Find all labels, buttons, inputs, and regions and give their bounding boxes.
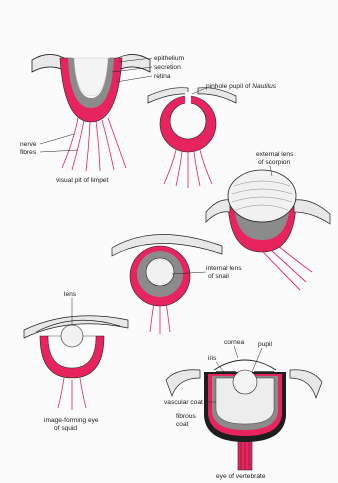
caption-limpet: visual pit of limpet (56, 177, 109, 184)
caption-vertebrate: eye of vertebrate (216, 473, 266, 480)
label-internal-lens-2: of snail (208, 273, 229, 280)
label-vascular-coat: vascular coat (164, 399, 203, 406)
nautilus-eye (148, 88, 236, 188)
squid-eye (24, 298, 128, 410)
label-pupil: pupil (258, 341, 272, 348)
vertebrate-eye (166, 346, 322, 470)
label-fibrous: fibrous (176, 413, 196, 420)
vertebrate-lid-left (166, 370, 200, 396)
caption-squid-2: of squid (54, 425, 77, 432)
squid-lens (61, 325, 83, 347)
vertebrate-lid-right (290, 370, 322, 398)
nautilus-pinhole (185, 92, 191, 104)
label-external-lens-2: of scorpion (258, 159, 291, 166)
caption-squid-1: image-forming eye (44, 417, 99, 424)
nautilus-nerves (164, 150, 212, 188)
label-iris: iris (208, 355, 217, 362)
label-fibres: fibres (20, 149, 37, 156)
snail-eye (112, 234, 222, 334)
scorpion-cuticle-right (294, 200, 330, 224)
snail-nerves (150, 302, 170, 334)
scorpion-external-lens (228, 170, 296, 222)
label-nerve: nerve (20, 141, 37, 148)
nautilus-chamber (170, 103, 206, 139)
snail-internal-lens (146, 258, 174, 286)
label-external-lens-1: external lens (256, 151, 294, 158)
label-retina: retina (154, 73, 171, 80)
vertebrate-lens (233, 370, 257, 394)
label-pinhole-pupil: pinhole pupil of Nautilus (206, 83, 277, 90)
label-internal-lens-1: internal lens (206, 265, 242, 272)
limpet-eye (32, 54, 152, 171)
label-coat: coat (176, 421, 189, 428)
limpet-epithelium-left (32, 54, 64, 72)
label-nautilus-italic: Nautilus (252, 83, 277, 90)
label-secretion: secretion (154, 64, 181, 71)
label-cornea: cornea (224, 339, 244, 346)
label-squid-lens: lens (64, 291, 77, 298)
squid-nerves (58, 378, 86, 410)
scorpion-cuticle-left (206, 200, 230, 222)
vertebrate-cornea (214, 360, 276, 370)
limpet-nerve-fibres (62, 118, 126, 171)
label-epithelium: epithelium (154, 55, 185, 62)
